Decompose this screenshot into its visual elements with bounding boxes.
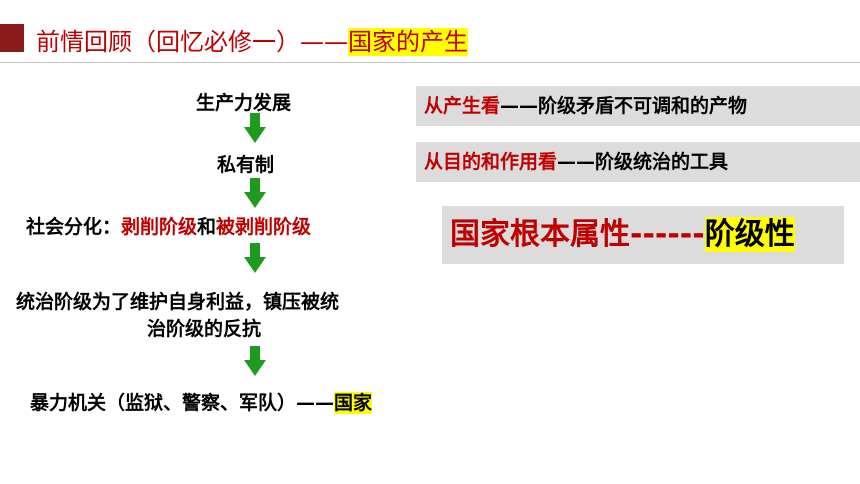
title-highlight: 国家的产生 bbox=[348, 28, 468, 56]
essence-label: 国家根本属性 bbox=[450, 217, 630, 252]
title-prefix: 前情回顾（回忆必修一）—— bbox=[36, 28, 348, 56]
flow-step-productivity: 生产力发展 bbox=[196, 92, 292, 114]
down-arrow-icon bbox=[244, 243, 266, 273]
exploited-class: 被剥削阶级 bbox=[216, 216, 312, 238]
essence-value: 阶级性 bbox=[704, 217, 795, 252]
purpose-label: 从目的和作用看 bbox=[424, 151, 558, 173]
essence-box: 国家根本属性------阶级性 bbox=[442, 206, 844, 264]
title-marker-block bbox=[0, 24, 24, 52]
flow-step-ruling-class-line2: 治阶级的反抗 bbox=[147, 318, 262, 340]
essence-dashes: ------ bbox=[630, 217, 705, 252]
social-division-and: 和 bbox=[197, 216, 217, 238]
origin-text: ——阶级矛盾不可调和的产物 bbox=[500, 95, 748, 117]
exploiting-class: 剥削阶级 bbox=[121, 216, 198, 238]
flow-step-ruling-class-line1: 统治阶级为了维护自身利益，镇压被统 bbox=[16, 291, 340, 313]
title-bar: 前情回顾（回忆必修一）——国家的产生 bbox=[0, 0, 860, 90]
purpose-box: 从目的和作用看——阶级统治的工具 bbox=[416, 142, 860, 182]
violent-apparatus-prefix: 暴力机关（监狱、警察、军队）—— bbox=[30, 392, 335, 414]
down-arrow-icon bbox=[244, 113, 266, 143]
down-arrow-icon bbox=[244, 178, 266, 208]
origin-box: 从产生看——阶级矛盾不可调和的产物 bbox=[416, 86, 860, 126]
purpose-text: ——阶级统治的工具 bbox=[557, 151, 729, 173]
social-division-prefix: 社会分化： bbox=[26, 216, 122, 238]
state-highlight: 国家 bbox=[334, 392, 373, 414]
title-divider bbox=[0, 62, 860, 63]
down-arrow-icon bbox=[244, 346, 266, 376]
flow-step-social-division: 社会分化：剥削阶级和被剥削阶级 bbox=[26, 212, 311, 239]
page-title: 前情回顾（回忆必修一）——国家的产生 bbox=[36, 22, 468, 57]
flow-step-violent-apparatus: 暴力机关（监狱、警察、军队）——国家 bbox=[30, 388, 373, 415]
flow-step-private-ownership: 私有制 bbox=[217, 154, 275, 176]
origin-label: 从产生看 bbox=[424, 95, 501, 117]
